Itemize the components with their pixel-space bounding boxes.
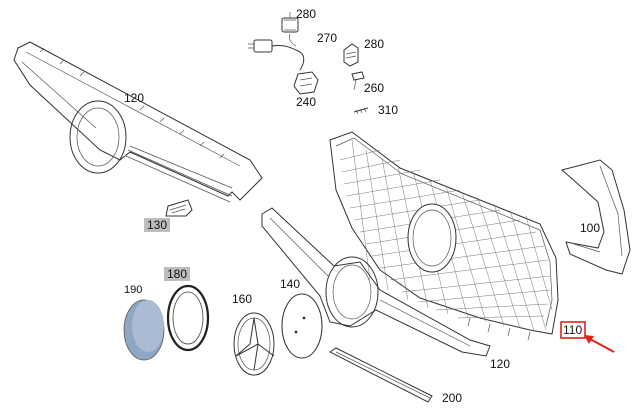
callout-190[interactable]: 190 (124, 284, 142, 296)
callout-310[interactable]: 310 (378, 103, 398, 117)
callout-260[interactable]: 260 (364, 81, 384, 95)
callout-120b[interactable]: 120 (490, 357, 510, 371)
callout-110-box (560, 321, 586, 339)
callout-240[interactable]: 240 (296, 95, 316, 109)
part-260-bolt (351, 71, 365, 91)
callout-270[interactable]: 270 (317, 31, 337, 45)
part-200-strip (329, 347, 433, 403)
callout-200[interactable]: 200 (442, 391, 462, 405)
part-280-bracket (343, 43, 359, 67)
callout-160[interactable]: 160 (232, 292, 252, 306)
part-100-bracket (560, 159, 631, 275)
callout-140[interactable]: 140 (280, 277, 300, 291)
part-160-star-emblem (233, 312, 275, 376)
part-130-clip (165, 199, 193, 217)
part-140-plate (281, 293, 323, 359)
highlight-arrow (584, 335, 615, 353)
part-190-cover-disc (123, 299, 165, 361)
callout-180[interactable]: 180 (167, 267, 187, 281)
part-240-holder (293, 71, 319, 95)
callouts: 280 270 280 260 240 310 120 130 100 190 … (124, 7, 600, 405)
part-110-grille (329, 131, 559, 341)
part-270-harness (248, 39, 305, 71)
callout-100[interactable]: 100 (580, 221, 600, 235)
callout-280a[interactable]: 280 (296, 7, 316, 21)
part-120-upper-trim (13, 41, 263, 203)
part-280-sensor (281, 12, 299, 47)
callout-120a[interactable]: 120 (124, 91, 144, 105)
part-120-lower-trim (261, 207, 491, 357)
callout-130-box (144, 218, 170, 232)
callout-280b[interactable]: 280 (364, 37, 384, 51)
part-310-screw (353, 107, 369, 115)
callout-110[interactable]: 110 (563, 323, 582, 337)
part-180-ring (166, 284, 210, 352)
callout-180-box (164, 267, 190, 281)
callout-130[interactable]: 130 (147, 218, 167, 232)
